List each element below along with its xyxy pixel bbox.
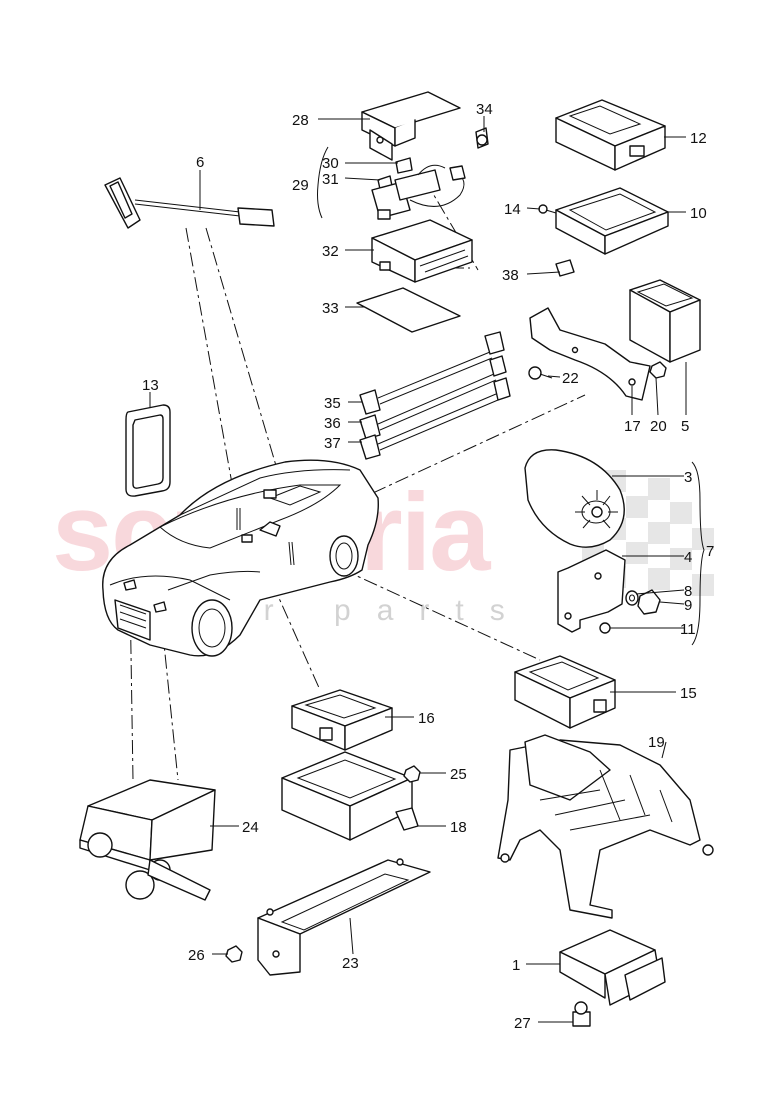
part-26-nut bbox=[225, 945, 243, 963]
part-14-screw bbox=[538, 204, 557, 214]
car-illustration bbox=[102, 459, 379, 657]
part-17-bracket bbox=[529, 307, 651, 401]
leader-lines bbox=[149, 116, 705, 1023]
part-12-control-unit bbox=[555, 99, 666, 171]
label-34: 34 bbox=[476, 101, 493, 118]
label-5: 5 bbox=[681, 418, 689, 435]
part-19-carrier bbox=[497, 734, 714, 919]
part-18-holder bbox=[281, 751, 419, 841]
part-25-nut bbox=[403, 765, 421, 783]
label-3: 3 bbox=[684, 469, 692, 486]
part-34-screw bbox=[475, 127, 489, 149]
part-10-tray bbox=[555, 187, 669, 255]
label-9: 9 bbox=[684, 597, 692, 614]
part-4-bracket bbox=[557, 549, 626, 633]
part-32-control-unit bbox=[371, 219, 473, 283]
label-20: 20 bbox=[650, 418, 667, 435]
label-7: 7 bbox=[706, 543, 714, 560]
label-16: 16 bbox=[418, 710, 435, 727]
part-3-horn bbox=[524, 449, 625, 548]
label-33: 33 bbox=[322, 300, 339, 317]
part-20-nut bbox=[649, 361, 667, 379]
part-29-relay-assembly bbox=[371, 164, 466, 220]
label-24: 24 bbox=[242, 819, 259, 836]
label-14: 14 bbox=[504, 201, 521, 218]
label-30: 30 bbox=[322, 155, 339, 172]
label-29: 29 bbox=[292, 177, 309, 194]
label-15: 15 bbox=[680, 685, 697, 702]
part-15-control-unit bbox=[514, 655, 616, 729]
label-37: 37 bbox=[324, 435, 341, 452]
label-28: 28 bbox=[292, 112, 309, 129]
label-25: 25 bbox=[450, 766, 467, 783]
label-38: 38 bbox=[502, 267, 519, 284]
part-28-bracket bbox=[361, 91, 461, 161]
part-22-screw bbox=[528, 366, 553, 380]
label-17: 17 bbox=[624, 418, 641, 435]
part-5-control-unit bbox=[629, 279, 701, 363]
label-18: 18 bbox=[450, 819, 467, 836]
part-6-sensor-cable bbox=[104, 177, 275, 229]
label-32: 32 bbox=[322, 243, 339, 260]
part-8-washer bbox=[625, 590, 639, 606]
parts-35-36-37-cables bbox=[359, 331, 511, 460]
label-6: 6 bbox=[196, 154, 204, 171]
part-11-nut bbox=[599, 622, 611, 634]
label-4: 4 bbox=[684, 549, 692, 566]
label-31: 31 bbox=[322, 171, 339, 188]
label-35: 35 bbox=[324, 395, 341, 412]
part-38-clip bbox=[555, 259, 575, 277]
part-9-nut bbox=[637, 589, 661, 615]
label-26: 26 bbox=[188, 947, 205, 964]
label-13: 13 bbox=[142, 377, 159, 394]
part-13-gasket bbox=[125, 404, 171, 497]
label-27: 27 bbox=[514, 1015, 531, 1032]
label-11: 11 bbox=[680, 621, 696, 638]
label-8: 8 bbox=[684, 583, 692, 600]
label-10: 10 bbox=[690, 205, 707, 222]
part-33-pad bbox=[356, 287, 461, 333]
part-16-control-unit bbox=[291, 689, 393, 751]
label-1: 1 bbox=[512, 957, 520, 974]
label-12: 12 bbox=[690, 130, 707, 147]
part-27-screw bbox=[572, 1001, 591, 1027]
part-24-control-unit bbox=[79, 779, 216, 901]
part-number-labels: 28 34 30 31 29 32 33 35 36 37 6 13 12 10… bbox=[142, 101, 714, 1032]
label-23: 23 bbox=[342, 955, 359, 972]
label-19: 19 bbox=[648, 734, 665, 751]
label-22: 22 bbox=[562, 370, 579, 387]
part-23-plate bbox=[257, 858, 431, 976]
part-1-control-unit bbox=[559, 929, 666, 1006]
label-36: 36 bbox=[324, 415, 341, 432]
